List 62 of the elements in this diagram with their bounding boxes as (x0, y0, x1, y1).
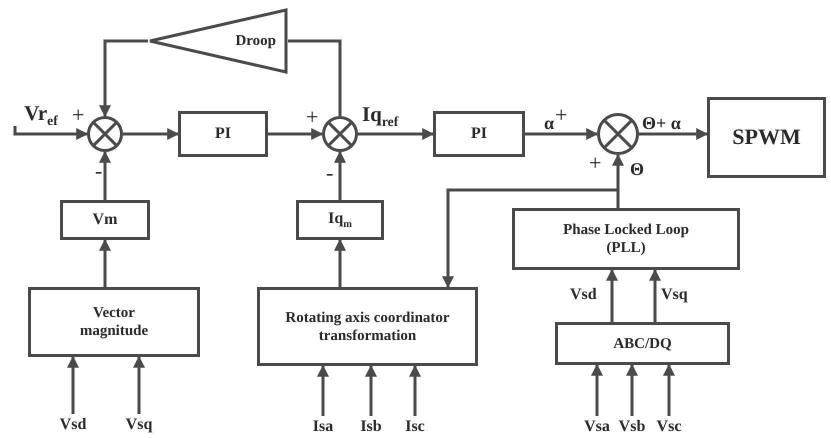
arrow (626, 364, 638, 416)
signal-label: Isc (405, 418, 425, 436)
arrow (317, 364, 329, 416)
arrow (442, 188, 620, 288)
arrow (358, 128, 434, 140)
arrow (334, 150, 346, 200)
edge-label: Vsq (661, 287, 688, 303)
sign-label: + (555, 104, 568, 126)
block-label: Rotating axis coordinator transformation (284, 308, 451, 344)
sign-label: - (326, 162, 334, 184)
edge-label: Iq$_{ref}$ (362, 104, 398, 129)
arrow (649, 268, 661, 322)
block-box (178, 111, 268, 157)
block-box (257, 287, 478, 366)
signal-label: Isb (360, 418, 382, 436)
sign-label: - (95, 160, 102, 182)
signal-label: Vsa (584, 418, 610, 436)
signal-label: Vsb (618, 418, 646, 436)
arrow (133, 356, 145, 414)
block-label: Droop (235, 33, 276, 49)
arrow (67, 356, 79, 414)
sign-label: + (306, 106, 318, 128)
block-label: SPWM (732, 124, 801, 151)
block-box (433, 111, 525, 157)
signal-label: Vsc (656, 418, 682, 436)
sign-label: + (72, 104, 84, 126)
edge-label: α (544, 114, 554, 132)
arrow (525, 128, 598, 140)
edge-label: Θ (630, 160, 644, 178)
arrow (99, 238, 111, 287)
signal-label: Vsq (126, 416, 152, 434)
block-box (512, 208, 740, 270)
block-box (60, 200, 150, 240)
arrow (334, 238, 346, 287)
edge-label: Θ+ α (642, 114, 681, 132)
block-label: Iq$_{m}$ (328, 208, 352, 232)
block-label: Vector magnitude (78, 304, 150, 340)
arrow (409, 364, 421, 416)
block-label: Vm (92, 210, 118, 230)
block-box (28, 287, 200, 357)
block-label: PI (471, 124, 487, 144)
edge-label: Vsd (570, 287, 597, 303)
block-box (707, 97, 826, 178)
arrow (639, 128, 708, 140)
block-label: ABC/DQ (613, 334, 672, 352)
block-box (296, 200, 384, 240)
signal-label: Isa (312, 418, 334, 436)
arrow (365, 364, 377, 416)
block-box (555, 322, 730, 365)
arrow (99, 40, 148, 118)
arrow (123, 128, 180, 140)
arrow (268, 128, 324, 140)
arrow (99, 150, 111, 200)
arrow (14, 126, 88, 140)
sign-label: + (589, 152, 602, 174)
signal-label: Vr$_{ef}$ (24, 100, 58, 130)
signal-label: Vsd (60, 416, 86, 434)
arrow (663, 364, 675, 416)
block-label: PI (215, 124, 231, 144)
block-label: Phase Locked Loop (PLL) (562, 221, 690, 257)
arrow (606, 268, 618, 322)
arrow (591, 364, 603, 416)
